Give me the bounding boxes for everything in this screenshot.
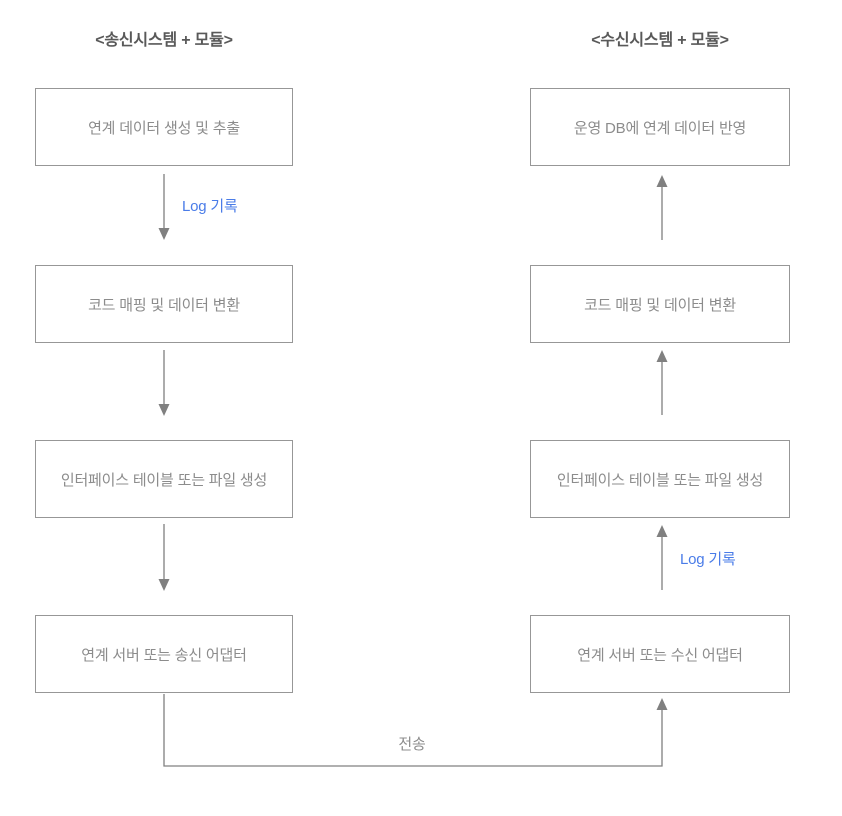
receiver-box-apply-db: 운영 DB에 연계 데이터 반영 [530,88,790,166]
arrow-up-icon [656,525,668,590]
receiver-box-adapter: 연계 서버 또는 수신 어댑터 [530,615,790,693]
receiver-log-label: Log 기록 [680,551,736,568]
arrow-down-icon [158,174,170,240]
arrow-up-icon [656,350,668,415]
arrow-down-icon [158,350,170,416]
sender-column-title: <송신시스템 + 모듈> [95,32,233,49]
receiver-box-interface-table: 인터페이스 테이블 또는 파일 생성 [530,440,790,518]
transfer-label: 전송 [398,736,426,753]
transfer-connector-arrow [163,694,668,767]
sender-box-code-mapping: 코드 매핑 및 데이터 변환 [35,265,293,343]
receiver-column-title: <수신시스템 + 모듈> [591,32,729,49]
receiver-box-code-mapping: 코드 매핑 및 데이터 변환 [530,265,790,343]
sender-box-create-extract: 연계 데이터 생성 및 추출 [35,88,293,166]
sender-log-label: Log 기록 [182,198,238,215]
sender-box-interface-table: 인터페이스 테이블 또는 파일 생성 [35,440,293,518]
arrow-down-icon [158,524,170,591]
sender-box-adapter: 연계 서버 또는 송신 어댑터 [35,615,293,693]
arrow-up-icon [656,175,668,240]
